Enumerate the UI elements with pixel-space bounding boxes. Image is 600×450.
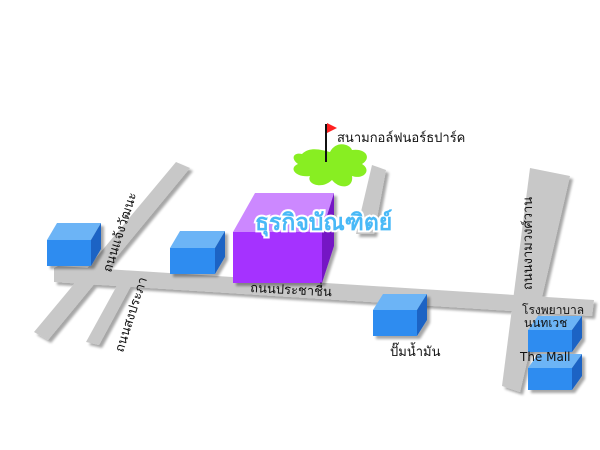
- hospital-label-line1: โรงพยาบาล: [522, 303, 584, 317]
- golf-label: สนามกอล์ฟนอร์ธปาร์ค: [337, 130, 465, 146]
- university-building: [233, 193, 334, 283]
- road-label-ngam-wong-wan: ถนนงามวงศ์วาน: [520, 197, 536, 290]
- flag-icon: [327, 123, 337, 133]
- building-center-left: [170, 231, 225, 274]
- roads: [34, 162, 594, 392]
- road-ngam-wong-wan: [502, 168, 570, 392]
- mall-label: The Mall: [519, 350, 571, 364]
- gas-station-label: ปั๊มน้ำมัน: [390, 342, 441, 360]
- gas-station-building: [373, 294, 427, 336]
- buildings: [47, 223, 582, 390]
- golf-course: สนามกอล์ฟนอร์ธปาร์ค: [293, 123, 465, 187]
- mall-building: [528, 354, 582, 390]
- road-label-pracha-chuen: ถนนประชาชื่น: [250, 279, 333, 300]
- golf-green: [293, 144, 367, 187]
- road-golf-spur: [356, 165, 386, 234]
- road-pracha-chuen: [54, 266, 594, 316]
- hospital-label-line2: นนทเวช: [524, 316, 567, 330]
- road-songprapha: [86, 280, 132, 345]
- hospital-building: [528, 316, 582, 352]
- road-chaeng-watthana: [34, 162, 190, 340]
- building-left: [47, 223, 101, 266]
- page-title: ธุรกิจบัณฑิตย์: [255, 209, 392, 237]
